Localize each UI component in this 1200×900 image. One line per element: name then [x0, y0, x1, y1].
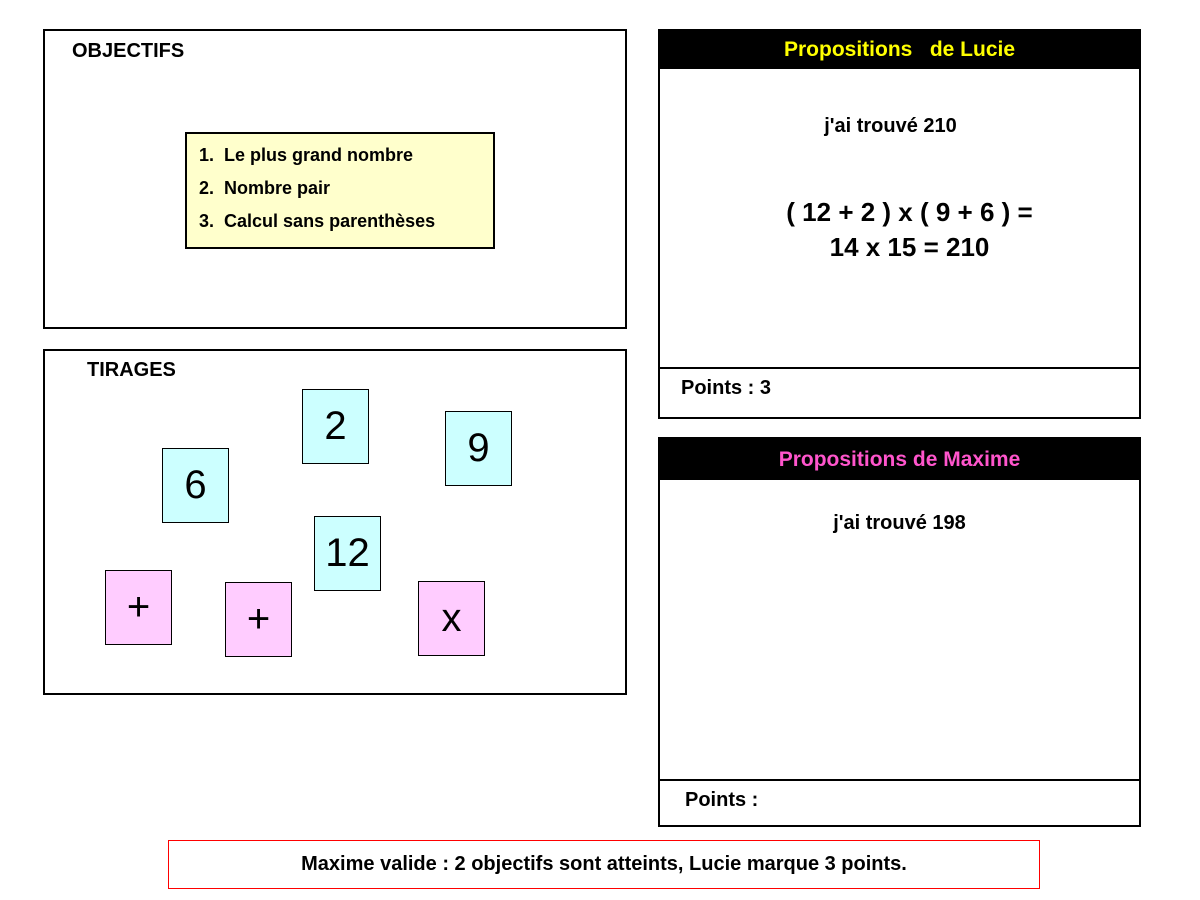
- lucie-found: j'ai trouvé 210: [824, 115, 957, 137]
- operator-card[interactable]: +: [225, 582, 292, 657]
- number-card[interactable]: 6: [162, 448, 229, 523]
- tirages-title: TIRAGES: [87, 359, 176, 381]
- divider: [660, 367, 1139, 369]
- lucie-calc-line2: 14 x 15 = 210: [829, 232, 990, 262]
- objective-item: 2. Nombre pair: [199, 178, 493, 211]
- lucie-title: Propositions de Lucie: [660, 31, 1139, 69]
- objective-label: Le plus grand nombre: [224, 145, 414, 165]
- objectives-panel: OBJECTIFS 1. Le plus grand nombre 2. Nom…: [43, 29, 627, 329]
- objective-item: 1. Le plus grand nombre: [199, 145, 493, 178]
- operator-card[interactable]: x: [418, 581, 485, 656]
- objectives-list: 1. Le plus grand nombre 2. Nombre pair 3…: [185, 132, 495, 249]
- objective-number: 3.: [199, 211, 215, 231]
- objective-label: Calcul sans parenthèses: [224, 211, 436, 231]
- lucie-calc-line1: ( 12 + 2 ) x ( 9 + 6 ) =: [786, 197, 1033, 227]
- number-card[interactable]: 2: [302, 389, 369, 464]
- lucie-points: Points : 3: [681, 377, 772, 399]
- objective-label: Nombre pair: [224, 178, 331, 198]
- maxime-panel: Propositions de Maxime j'ai trouvé 198 P…: [658, 437, 1141, 827]
- divider: [660, 779, 1139, 781]
- objective-number: 1.: [199, 145, 215, 165]
- objective-number: 2.: [199, 178, 215, 198]
- number-card[interactable]: 12: [314, 516, 381, 591]
- maxime-title: Propositions de Maxime: [660, 439, 1139, 480]
- operator-card[interactable]: +: [105, 570, 172, 645]
- maxime-points: Points :: [685, 789, 759, 811]
- objectives-title: OBJECTIFS: [72, 40, 185, 62]
- maxime-found: j'ai trouvé 198: [833, 512, 966, 534]
- status-message: Maxime valide : 2 objectifs sont atteint…: [168, 840, 1040, 889]
- lucie-panel: Propositions de Lucie j'ai trouvé 210 ( …: [658, 29, 1141, 419]
- number-card[interactable]: 9: [445, 411, 512, 486]
- objective-item: 3. Calcul sans parenthèses: [199, 211, 493, 244]
